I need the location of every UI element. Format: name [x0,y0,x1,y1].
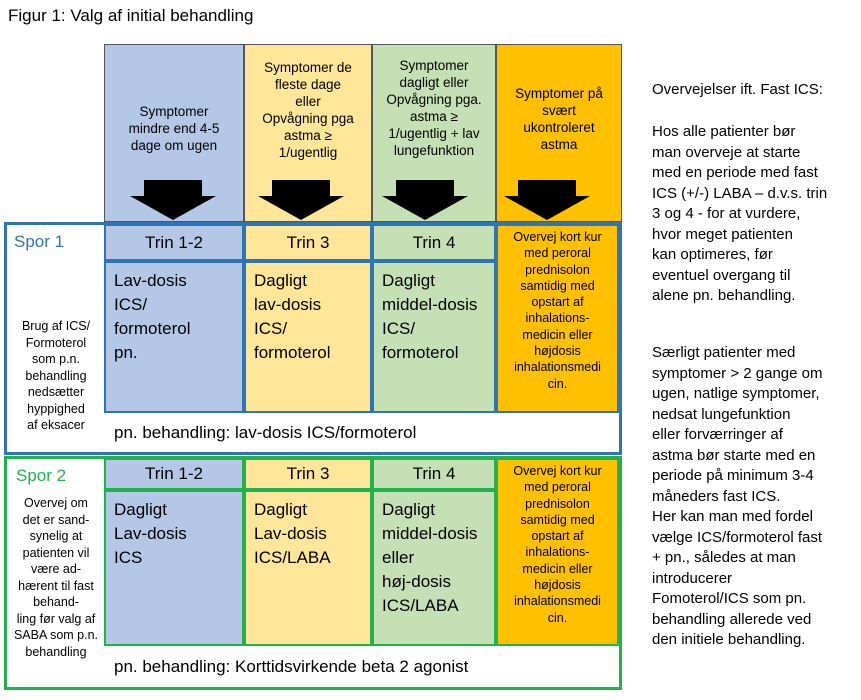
sidebar-heading: Overvejelser ift. Fast ICS: [652,81,823,98]
figure-title: Figur 1: Valg af initial behandling [8,6,254,25]
spor1-frame [4,222,622,455]
down-arrow-icon [130,180,216,220]
spor1-step-1: Trin 1-2 [104,224,244,261]
spor2-treatment-1: Dagligt Lav-dosis ICS [104,490,244,646]
down-arrows [130,180,590,220]
spor2-label: Spor 2 [16,466,67,485]
symptom-column-2-text: Symptomer de fleste dage eller Opvågning… [262,60,354,160]
spor1-step-2: Trin 3 [244,224,372,261]
spor2-step-2: Trin 3 [244,458,372,490]
symptom-column-2: Symptomer de fleste dage eller Opvågning… [244,44,372,222]
spor2-step-3: Trin 4 [372,458,496,490]
down-arrow-icon [258,180,344,220]
spor2-treatment-2: Dagligt Lav-dosis ICS/LABA [244,490,372,646]
down-arrow-icon [382,180,468,220]
spor1-treatment-1: Lav-dosis ICS/ formoterol pn. [104,261,244,413]
spor1-treatment-3: Dagligt middel-dosis ICS/ formoterol [372,261,496,413]
spor2-frame [4,456,622,690]
symptom-column-4-text: Symptomer på svært ukontroleret astma [515,86,603,152]
spor2-prednisolon-note: Overvej kort kur med peroral prednisolon… [496,458,619,646]
symptom-column-1-text: Symptomer mindre end 4-5 dage om ugen [128,104,220,153]
spor1-prednisolon-note: Overvej kort kur med peroral prednisolon… [496,224,619,413]
sidebar-paragraph-1: Hos alle patienter bør man overveje at s… [652,123,828,304]
spor1-treatment-2: Dagligt lav-dosis ICS/ formoterol [244,261,372,413]
spor1-note: Brug af ICS/ Formoterol som p.n. behandl… [21,319,91,432]
spor2-pn-treatment: pn. behandling: Korttidsvirkende beta 2 … [104,646,619,687]
sidebar-paragraph-2: Særligt patienter med symptomer > 2 gang… [652,344,823,648]
down-arrow-icon [504,180,590,220]
symptom-column-3-text: Symptomer dagligt eller Opvågning pga. a… [386,58,482,158]
spor1-step-3: Trin 4 [372,224,496,261]
spor2-note: Overvej om det er sand- synelig at patie… [13,496,99,659]
spor2-step-1: Trin 1-2 [104,458,244,490]
spor2-treatment-3: Dagligt middel-dosis eller høj-dosis ICS… [372,490,496,646]
spor1-label: Spor 1 [14,232,65,251]
spor1-pn-treatment: pn. behandling: lav-dosis ICS/formoterol [104,413,619,452]
